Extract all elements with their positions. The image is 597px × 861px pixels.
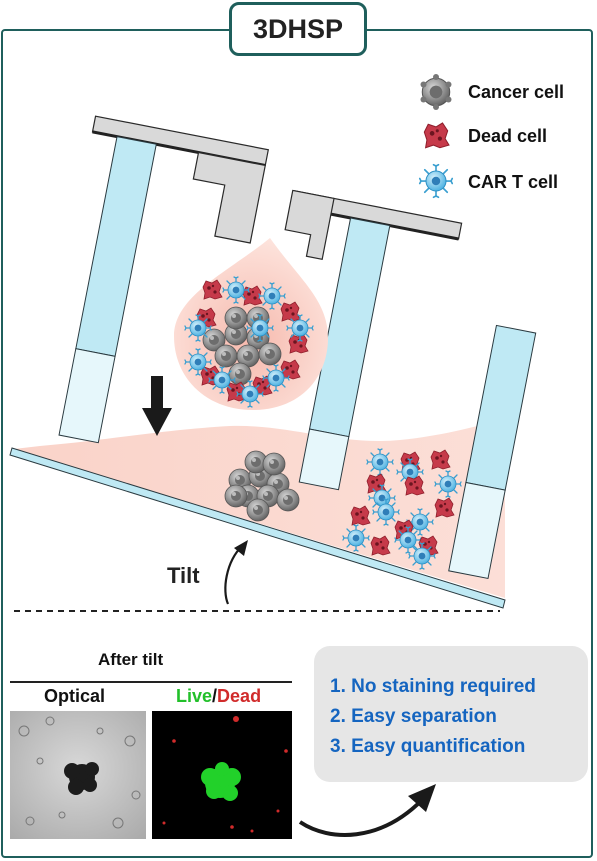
- after-tilt-title: After tilt: [98, 650, 164, 669]
- pipette-left: [58, 115, 270, 444]
- live-dead-label: Live/Dead: [176, 686, 261, 707]
- pipette-right: [448, 324, 537, 580]
- tilt-arrow-icon: [224, 545, 243, 605]
- tilt-label: Tilt: [167, 563, 200, 588]
- benefits-box: 1. No staining required 2. Easy separati…: [314, 646, 588, 782]
- benefit-item: 1. No staining required: [330, 676, 536, 697]
- optical-label: Optical: [44, 686, 106, 706]
- legend-dead-label: Dead cell: [468, 126, 548, 146]
- legend-cancer-label: Cancer cell: [468, 82, 565, 102]
- benefit-item: 2. Easy separation: [330, 706, 497, 727]
- figure-title: 3DHSP: [229, 2, 367, 56]
- benefit-item: 3. Easy quantification: [330, 736, 526, 757]
- curved-arrow-icon: [298, 798, 424, 837]
- legend-car-t-icon: [418, 163, 454, 199]
- live-dead-image: [152, 711, 292, 839]
- pipette-middle: [284, 189, 463, 491]
- legend-cancer-icon: [420, 74, 452, 110]
- live-label: Live: [176, 686, 213, 706]
- legend-car-t-label: CAR T cell: [468, 172, 559, 192]
- dead-label: Dead: [217, 686, 262, 706]
- slash-label: /: [212, 686, 218, 706]
- tilted-plate: [9, 447, 506, 609]
- down-arrow-icon: [142, 376, 172, 436]
- legend-dead-icon: [423, 122, 450, 149]
- optical-image: [10, 711, 146, 839]
